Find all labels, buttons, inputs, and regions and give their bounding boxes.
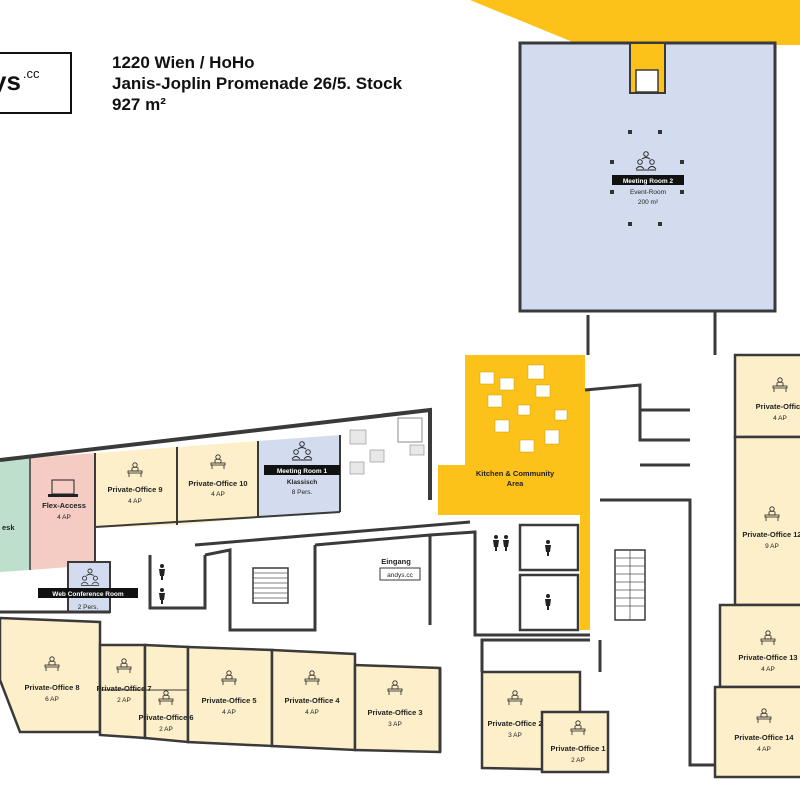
- meeting-room-2-label: Meeting Room 2: [623, 178, 674, 185]
- private-office-10-sub: 4 AP: [211, 491, 225, 498]
- private-office-9[interactable]: [95, 447, 177, 528]
- meeting-room-2-sub: Event-Room: [630, 189, 666, 196]
- private-office-8-label: Private-Office 8: [24, 683, 79, 692]
- private-office-13[interactable]: [718, 603, 800, 689]
- event-room-seating: [610, 130, 684, 226]
- page-header: 1220 Wien / HoHo Janis-Joplin Promenade …: [112, 52, 402, 115]
- private-office-11-sub: 4 AP: [773, 415, 787, 422]
- private-office-11[interactable]: [733, 353, 800, 439]
- private-office-8[interactable]: [0, 616, 102, 734]
- private-office-4-label: Private-Office 4: [284, 696, 340, 705]
- private-office-7-label: Private-Office 7: [96, 684, 151, 693]
- outer-walls: [438, 638, 715, 767]
- bottom-wing: [0, 616, 610, 774]
- private-office-8-sub: 6 AP: [45, 696, 59, 703]
- right-core-walls: [584, 310, 717, 640]
- private-office-10-label: Private-Office 10: [188, 479, 247, 488]
- private-office-9-sub: 4 AP: [128, 498, 142, 505]
- floor-area: 927 m²: [112, 95, 166, 114]
- flex-access-sub: 4 AP: [57, 514, 71, 521]
- stairs-icon: [614, 549, 646, 621]
- private-office-1[interactable]: [540, 710, 610, 774]
- stairs-icon: [252, 567, 289, 604]
- private-office-4-sub: 4 AP: [305, 709, 319, 716]
- flex-access-room[interactable]: [30, 453, 95, 570]
- restroom-icon: [159, 564, 165, 580]
- private-office-9-label: Private-Office 9: [107, 485, 162, 494]
- kitchen-label-2: Area: [507, 479, 525, 488]
- private-office-6-sub: 2 AP: [159, 726, 173, 733]
- kitchen-tables: [479, 364, 568, 453]
- logo-suffix: .cc: [22, 66, 40, 81]
- core-walls: [0, 520, 590, 637]
- private-office-10[interactable]: [177, 441, 258, 525]
- private-office-5-sub: 4 AP: [222, 709, 236, 716]
- kitchen-label: Kitchen & Community: [476, 469, 555, 478]
- flex-access-label: Flex-Access: [42, 501, 86, 510]
- private-office-6-label: Private-Office 6: [138, 713, 193, 722]
- private-office-3-label: Private-Office 3: [367, 708, 422, 717]
- meeting-room-1[interactable]: [258, 435, 340, 518]
- private-office-1-label: Private-Office 1: [550, 744, 605, 753]
- private-office-7-sub: 2 AP: [117, 697, 131, 704]
- private-office-2-label: Private-Office 2: [487, 719, 542, 728]
- private-office-5-label: Private-Office 5: [201, 696, 256, 705]
- web-conference-sub: 2 Pers.: [78, 604, 99, 611]
- flex-desk-room[interactable]: [0, 458, 30, 572]
- meeting-room-1-label: Meeting Room 1: [277, 468, 328, 475]
- corner-accent: [470, 0, 800, 45]
- entrance-label: Eingang: [381, 557, 411, 566]
- private-office-12-label: Private-Office 12: [742, 530, 800, 539]
- flex-desk-label: esk: [2, 523, 15, 532]
- private-office-3-sub: 3 AP: [388, 721, 402, 728]
- private-office-11-label: Private-Office: [756, 402, 800, 411]
- logo-text: ys: [0, 66, 21, 96]
- private-office-14-sub: 4 AP: [757, 746, 771, 753]
- logo: ys.cc: [0, 52, 72, 114]
- address-line-2: Janis-Joplin Promenade 26/5. Stock: [112, 74, 403, 93]
- restroom-icon: [159, 588, 165, 604]
- restroom-icon: [503, 535, 509, 551]
- kitchen-area[interactable]: [438, 355, 590, 630]
- private-office-13-label: Private-Office 13: [738, 653, 797, 662]
- lounge-furniture: [349, 417, 425, 475]
- private-office-13-sub: 4 AP: [761, 666, 775, 673]
- web-conference-label: Web Conference Room: [52, 591, 124, 598]
- private-office-2-sub: 3 AP: [508, 732, 522, 739]
- meeting-room-1-sub: Klassisch: [287, 479, 317, 486]
- private-office-12[interactable]: [733, 435, 800, 607]
- entrance-sign: andys.cc: [387, 572, 413, 579]
- lounge-area: [340, 428, 430, 512]
- right-wing: [713, 353, 800, 779]
- meeting-room-1-size: 8 Pers.: [292, 489, 313, 496]
- private-office-12-sub: 9 AP: [765, 543, 779, 550]
- restroom-icon: [493, 535, 499, 551]
- web-conference-room[interactable]: [67, 561, 111, 613]
- address-line-1: 1220 Wien / HoHo: [112, 53, 255, 72]
- private-office-1-sub: 2 AP: [571, 757, 585, 764]
- meeting-room-2-size: 200 m²: [638, 199, 659, 206]
- private-office-14-label: Private-Office 14: [734, 733, 794, 742]
- private-office-14[interactable]: [713, 685, 800, 779]
